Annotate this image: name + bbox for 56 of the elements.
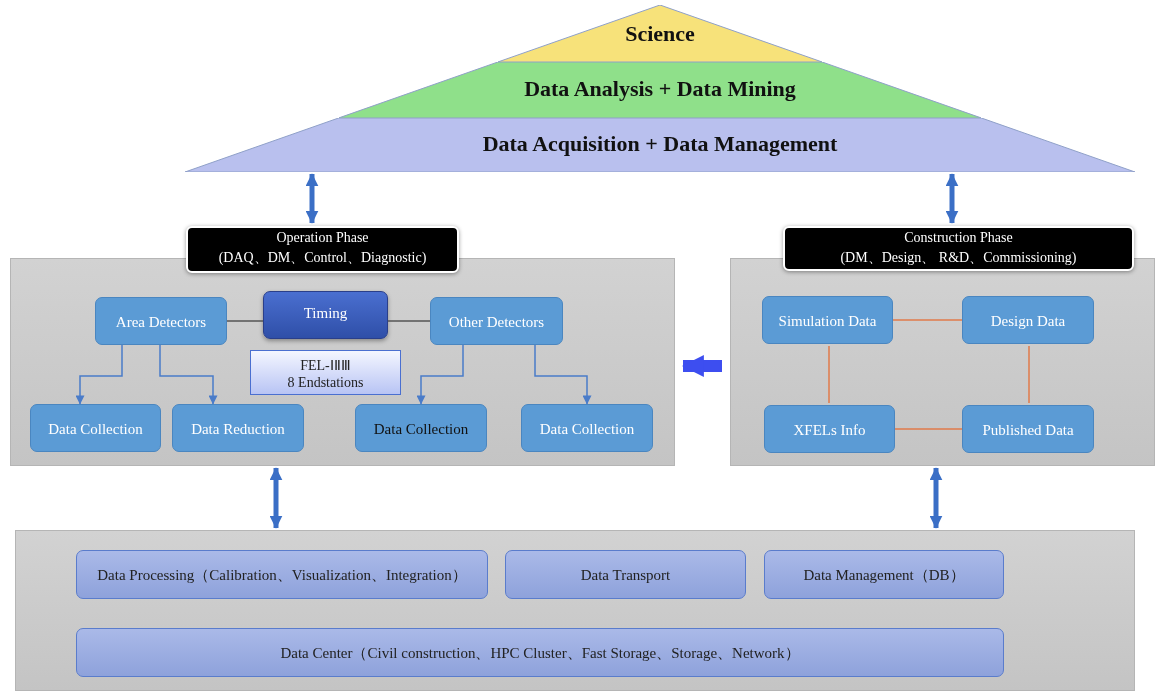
connector-line: [894, 428, 963, 430]
arrow: [159, 344, 218, 405]
box-label: Data Collection: [538, 420, 636, 438]
box-label: Data Collection: [372, 420, 470, 438]
connector-line: [828, 345, 830, 404]
band-label: Data Analysis + Data Mining: [523, 76, 797, 102]
band-label: Data Acquisition + Data Management: [481, 131, 839, 157]
arrow: [929, 467, 943, 529]
box-label: 8 Endstations: [286, 373, 365, 391]
header-text: Construction Phase: [903, 230, 1014, 246]
process-box: [172, 404, 304, 452]
box-label: Simulation Data: [777, 312, 878, 330]
info-box: [250, 350, 401, 395]
box-label: Published Data: [981, 421, 1075, 439]
box-label: Area Detectors: [114, 313, 208, 331]
arrow: [534, 344, 592, 405]
arrow: [269, 467, 283, 529]
box-label: Data Collection: [47, 420, 144, 438]
arrow: [305, 173, 319, 224]
box-label: Other Detectors: [447, 313, 546, 331]
process-box: [764, 550, 1004, 599]
arrow: [681, 355, 722, 377]
box-label: XFELs Info: [792, 421, 867, 439]
connector-line: [387, 320, 431, 322]
process-box: [521, 404, 653, 452]
connector-line: [226, 320, 264, 322]
process-box: [76, 550, 488, 599]
box-label: Data Processing（Calibration、Visualization、Integration）: [96, 567, 468, 584]
process-box: [764, 405, 895, 453]
box-label: Timing: [302, 304, 349, 322]
process-box: [430, 297, 563, 345]
arrow: [75, 344, 123, 405]
box-label: Data Management（DB）: [802, 567, 966, 584]
process-box: [962, 405, 1094, 453]
connector-line: [892, 319, 963, 321]
connector-line: [1028, 345, 1030, 404]
process-box: [95, 297, 227, 345]
header-text: (DAQ、DM、Control、Diagnostic): [217, 249, 428, 267]
arrow: [416, 344, 464, 405]
box-label: Data Center（Civil construction、HPC Cluster、Fast Storage、Storage、Network）: [279, 645, 801, 662]
band-label: Science: [624, 21, 696, 47]
box-label: Data Reduction: [190, 420, 286, 438]
box-label: Design Data: [989, 312, 1067, 330]
box-label: Data Transport: [579, 567, 672, 584]
arrow: [945, 173, 959, 224]
process-box: [355, 404, 487, 452]
group-panel: [15, 530, 1135, 691]
process-box: [30, 404, 161, 452]
box-label: FEL-ⅠⅡⅢ: [299, 356, 352, 374]
process-box: [762, 296, 893, 344]
process-box: [505, 550, 746, 599]
header-text: Operation Phase: [275, 230, 370, 246]
timing-box: [263, 291, 388, 339]
process-box: [76, 628, 1004, 677]
header-text: (DM、Design、 R&D、Commissioning): [839, 249, 1078, 267]
process-box: [962, 296, 1094, 344]
